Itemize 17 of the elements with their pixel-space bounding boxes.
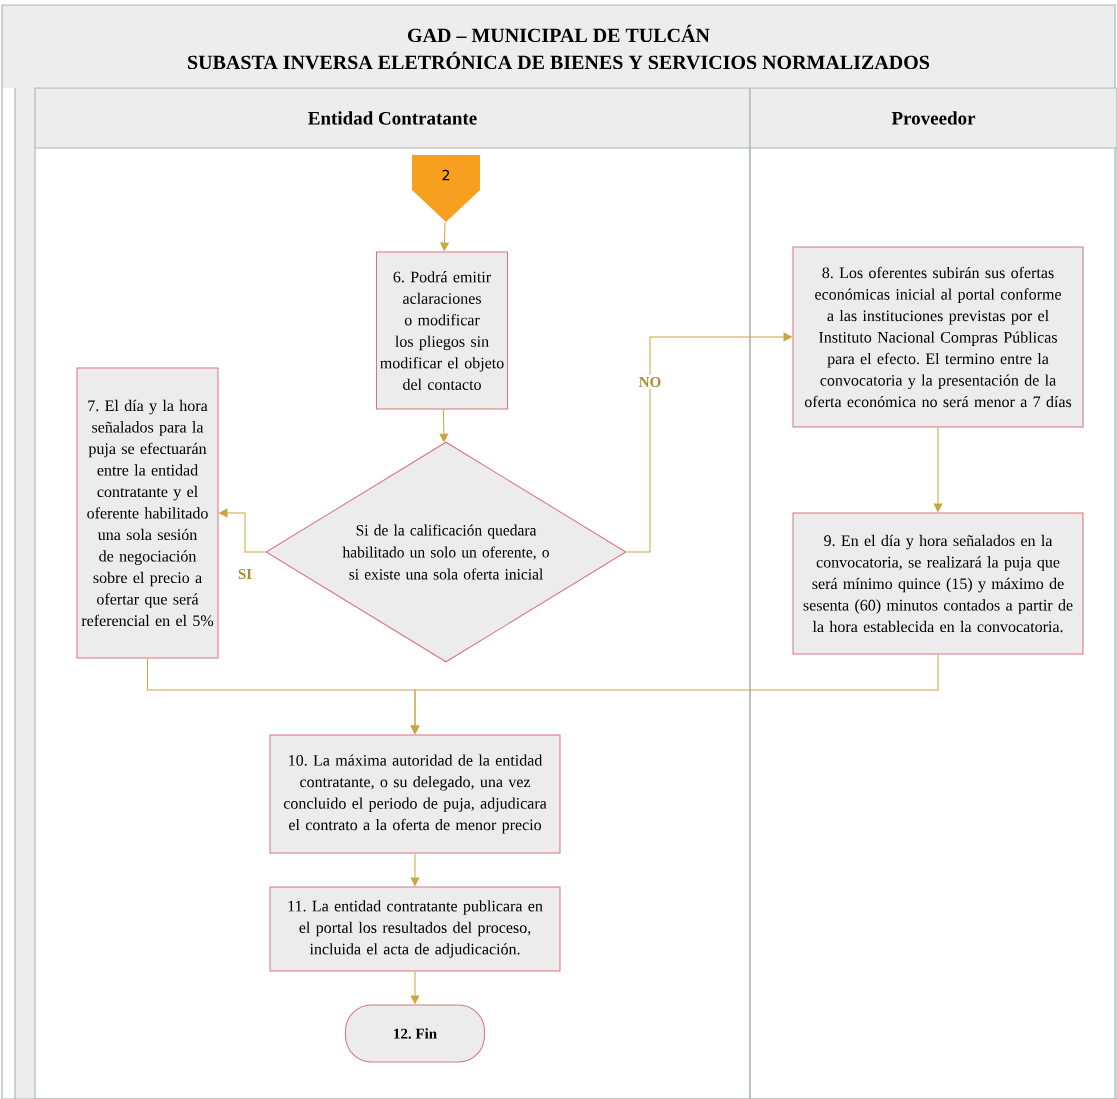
arrow [410,853,420,886]
process-box: 8. Los oferentes subirán sus ofertas económicas inicial al portal conforme a las instituciones previstas por el Instituto Nacional Compras Públicas para el efecto. El termino entre la convocatoria y la presentación de la oferta económica no será menor a 7 días [792,246,1084,428]
arrow [219,508,266,553]
arrow [933,427,943,512]
edge-label: SI [235,566,255,582]
process-box: 9. En el día y hora señalados en la convocatoria, se realizará la puja que será mínimo quince (15) y máximo de sesenta (60) minutos contados a partir de la hora establecida en la convocatoria. [792,512,1084,655]
arrow [410,654,939,734]
arrow [440,221,449,251]
arrow [439,409,449,443]
arrow [626,332,792,553]
process-box: 7. El día y la hora señalados para la puja se efectuarán entre la entidad contratante y el oferente habilitado una sola sesión de negociación sobre el precio a ofertar que será referencial en el 5% [76,367,219,659]
process-box: 6. Podrá emitir aclaraciones o modificar los pliegos sin modificar el objeto del contacto [376,251,508,410]
process-box: 11. La entidad contratante publicara en el portal los resultados del proceso, incluida el acta de adjudicación. [269,886,561,972]
process-box: 10. La máxima autoridad de la entidad contratante, o su delegado, una vez concluido el periodo de puja, adjudicara el contrato a la oferta de menor precio [269,734,561,854]
terminator: 12. Fin [345,1004,485,1063]
arrow [410,971,420,1004]
off-page-connector: 2 [412,155,480,222]
